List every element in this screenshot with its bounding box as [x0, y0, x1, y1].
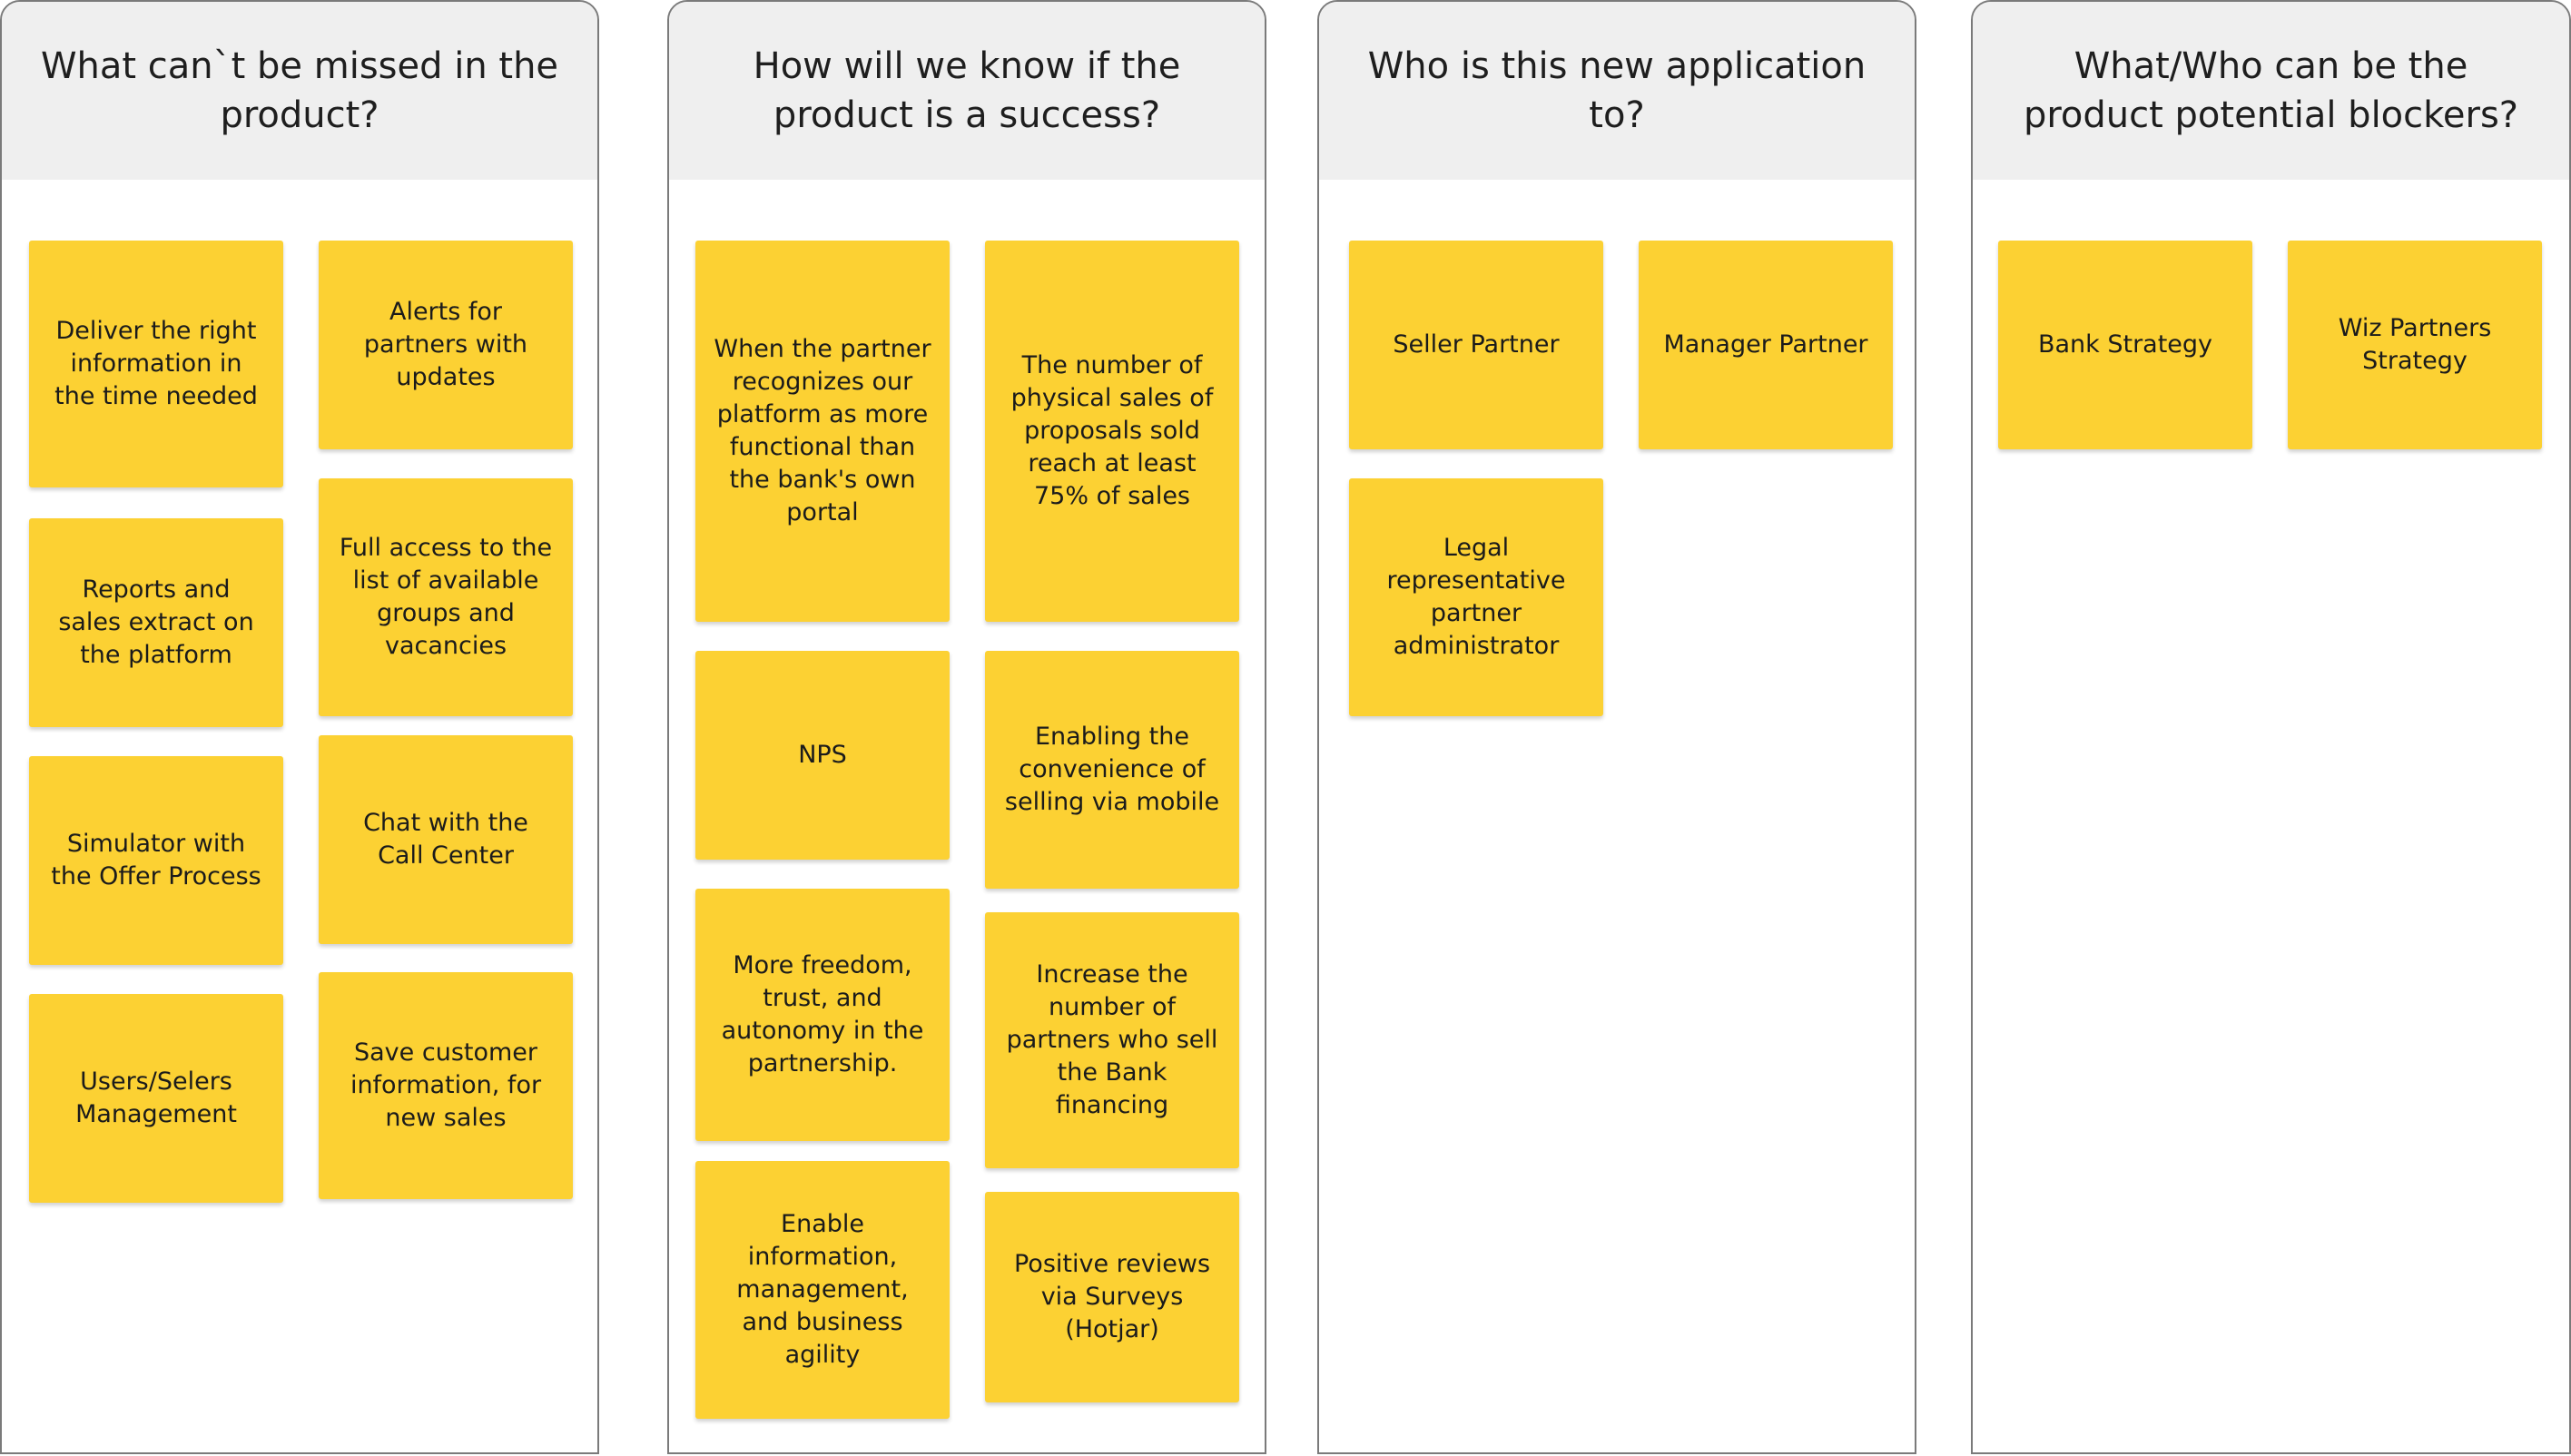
column-title: What/Who can be the product potential bl…	[2023, 45, 2519, 136]
sticky-note[interactable]: More freedom, trust, and autonomy in the…	[695, 889, 950, 1141]
column-blockers: What/Who can be the product potential bl…	[1971, 0, 2571, 1454]
sticky-note-text: Simulator with the Offer Process	[51, 830, 261, 890]
sticky-note-text: When the partner recognizes our platform…	[714, 335, 931, 526]
sticky-note-text: Alerts for partners with updates	[363, 298, 528, 391]
column-title: What can`t be missed in the product?	[40, 45, 559, 136]
sticky-note-text: Full access to the list of available gro…	[339, 534, 553, 660]
column-header: Who is this new application to?	[1319, 2, 1915, 180]
sticky-note-text: NPS	[798, 741, 847, 769]
sticky-note-text: Legal representative partner administrat…	[1386, 534, 1566, 660]
sticky-note-text: Manager Partner	[1663, 330, 1868, 359]
sticky-note[interactable]: The number of physical sales of proposal…	[985, 241, 1239, 622]
sticky-note-text: Seller Partner	[1393, 330, 1560, 359]
sticky-note[interactable]: Enabling the convenience of selling via …	[985, 651, 1239, 889]
column-header: How will we know if the product is a suc…	[669, 2, 1265, 180]
sticky-note-text: Positive reviews via Surveys (Hotjar)	[1013, 1250, 1211, 1343]
sticky-note-text: Enable information, management, and busi…	[736, 1210, 909, 1369]
sticky-note[interactable]: Bank Strategy	[1998, 241, 2252, 449]
sticky-note[interactable]: Alerts for partners with updates	[319, 241, 573, 449]
sticky-note-text: More freedom, trust, and autonomy in the…	[721, 951, 924, 1077]
sticky-note[interactable]: Manager Partner	[1639, 241, 1893, 449]
sticky-note[interactable]: Users/Selers Management	[29, 994, 283, 1203]
sticky-note[interactable]: Chat with the Call Center	[319, 735, 573, 944]
column-target-users: Who is this new application to? Seller P…	[1317, 0, 1916, 1454]
sticky-note-text: Reports and sales extract on the platfor…	[58, 576, 254, 669]
sticky-note[interactable]: Deliver the right information in the tim…	[29, 241, 283, 487]
sticky-note-text: The number of physical sales of proposal…	[1010, 351, 1214, 510]
sticky-note[interactable]: Positive reviews via Surveys (Hotjar)	[985, 1192, 1239, 1402]
sticky-note-text: Deliver the right information in the tim…	[54, 317, 258, 410]
sticky-note[interactable]: Wiz Partners Strategy	[2288, 241, 2542, 449]
sticky-note[interactable]: Legal representative partner administrat…	[1349, 478, 1603, 716]
sticky-note-text: Bank Strategy	[2037, 330, 2213, 359]
column-header: What can`t be missed in the product?	[2, 2, 597, 180]
column-title: How will we know if the product is a suc…	[753, 45, 1181, 136]
sticky-note[interactable]: Reports and sales extract on the platfor…	[29, 518, 283, 727]
sticky-note-text: Users/Selers Management	[75, 1067, 237, 1128]
column-header: What/Who can be the product potential bl…	[1973, 2, 2569, 180]
sticky-note[interactable]: Seller Partner	[1349, 241, 1603, 449]
sticky-note[interactable]: When the partner recognizes our platform…	[695, 241, 950, 622]
sticky-note-text: Enabling the convenience of selling via …	[1004, 723, 1220, 816]
sticky-note[interactable]: Increase the number of partners who sell…	[985, 912, 1239, 1168]
sticky-note[interactable]: NPS	[695, 651, 950, 860]
sticky-note[interactable]: Full access to the list of available gro…	[319, 478, 573, 716]
column-success-metrics: How will we know if the product is a suc…	[667, 0, 1266, 1454]
sticky-note[interactable]: Save customer information, for new sales	[319, 972, 573, 1199]
sticky-note-text: Increase the number of partners who sell…	[1006, 960, 1218, 1119]
sticky-note-text: Chat with the Call Center	[363, 809, 528, 870]
sticky-note-text: Wiz Partners Strategy	[2338, 314, 2492, 375]
sticky-note-text: Save customer information, for new sales	[350, 1038, 542, 1132]
sticky-note[interactable]: Simulator with the Offer Process	[29, 756, 283, 965]
column-title: Who is this new application to?	[1367, 45, 1867, 136]
column-must-haves: What can`t be missed in the product? Del…	[0, 0, 599, 1454]
sticky-note[interactable]: Enable information, management, and busi…	[695, 1161, 950, 1419]
